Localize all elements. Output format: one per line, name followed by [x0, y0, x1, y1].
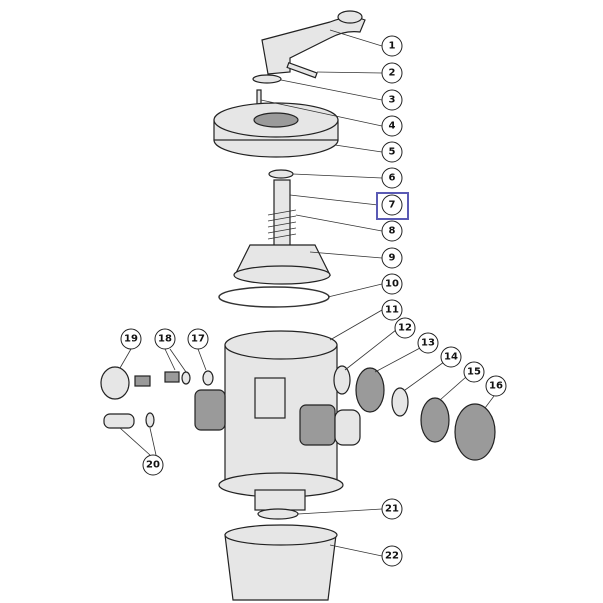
callout-label: 20: [146, 460, 160, 471]
rotor: [233, 244, 331, 285]
callout-label: 21: [385, 504, 399, 515]
callout-label: 22: [385, 551, 399, 562]
washer: [252, 74, 282, 84]
callout-label: 3: [389, 95, 396, 106]
callout-label: 7: [389, 200, 396, 211]
valve-body: [194, 330, 361, 511]
callout-11: 11: [381, 299, 403, 321]
callout-circle: [381, 194, 403, 216]
callout-17: 17: [187, 328, 209, 350]
callout-circle: [381, 220, 403, 242]
callout-label: 13: [421, 338, 435, 349]
o-ring-17: [202, 370, 214, 386]
callout-9: 9: [381, 247, 403, 269]
drain-plug: [164, 371, 191, 385]
callout-circle: [381, 167, 403, 189]
o-ring-21: [257, 508, 299, 520]
callout-label: 16: [489, 381, 503, 392]
highlight-box: [376, 192, 409, 220]
callout-label: 9: [389, 253, 396, 264]
callout-4: 4: [381, 115, 403, 137]
callout-8: 8: [381, 220, 403, 242]
callout-circle: [417, 332, 439, 354]
callout-circle: [381, 247, 403, 269]
callout-1: 1: [381, 35, 403, 57]
o-ring-6: [268, 169, 294, 179]
callout-circle: [381, 89, 403, 111]
union-16: [454, 403, 496, 461]
callout-circle: [381, 498, 403, 520]
callout-label: 2: [389, 68, 396, 79]
callout-circle: [381, 62, 403, 84]
callout-label: 11: [385, 305, 399, 316]
callout-circle: [381, 273, 403, 295]
callout-3: 3: [381, 89, 403, 111]
callout-circle: [381, 115, 403, 137]
callout-label: 15: [467, 367, 481, 378]
callout-14: 14: [440, 346, 462, 368]
callout-15: 15: [463, 361, 485, 383]
callout-label: 1: [389, 41, 396, 52]
callout-6: 6: [381, 167, 403, 189]
callout-2: 2: [381, 62, 403, 84]
callout-circle: [485, 375, 507, 397]
callout-label: 8: [389, 226, 396, 237]
union-15: [420, 397, 450, 443]
callout-10: 10: [381, 273, 403, 295]
callout-circle: [142, 454, 164, 476]
callout-12: 12: [394, 317, 416, 339]
callout-circle: [381, 35, 403, 57]
callout-circle: [463, 361, 485, 383]
gauge: [100, 366, 151, 400]
callout-20: 20: [142, 454, 164, 476]
handle: [261, 10, 366, 75]
cover: [213, 102, 339, 158]
callout-label: 4: [389, 121, 396, 132]
callout-21: 21: [381, 498, 403, 520]
base-cap: [224, 524, 338, 601]
callout-13: 13: [417, 332, 439, 354]
callout-circle: [381, 545, 403, 567]
callout-16: 16: [485, 375, 507, 397]
sight-glass: [103, 412, 155, 429]
callout-label: 14: [444, 352, 458, 363]
union-13: [355, 367, 385, 413]
callout-22: 22: [381, 545, 403, 567]
pin: [286, 61, 318, 79]
callout-label: 5: [389, 147, 396, 158]
ring-12: [333, 365, 351, 395]
callout-19: 19: [120, 328, 142, 350]
callout-label: 10: [385, 279, 399, 290]
callout-circle: [381, 299, 403, 321]
leader-lines: [119, 29, 495, 557]
callout-circle: [381, 141, 403, 163]
ring-14: [391, 387, 409, 417]
callout-5: 5: [381, 141, 403, 163]
o-ring-10: [218, 286, 330, 308]
callout-circle: [394, 317, 416, 339]
callout-18: 18: [154, 328, 176, 350]
callout-circle: [187, 328, 209, 350]
callout-label: 12: [398, 323, 412, 334]
callout-label: 18: [158, 334, 172, 345]
callout-circle: [120, 328, 142, 350]
callout-7: 7: [381, 194, 403, 216]
callout-label: 19: [124, 334, 138, 345]
callout-circle: [154, 328, 176, 350]
callout-label: 17: [191, 334, 205, 345]
callout-label: 6: [389, 173, 396, 184]
spring-shaft: [267, 179, 297, 251]
callout-circle: [440, 346, 462, 368]
